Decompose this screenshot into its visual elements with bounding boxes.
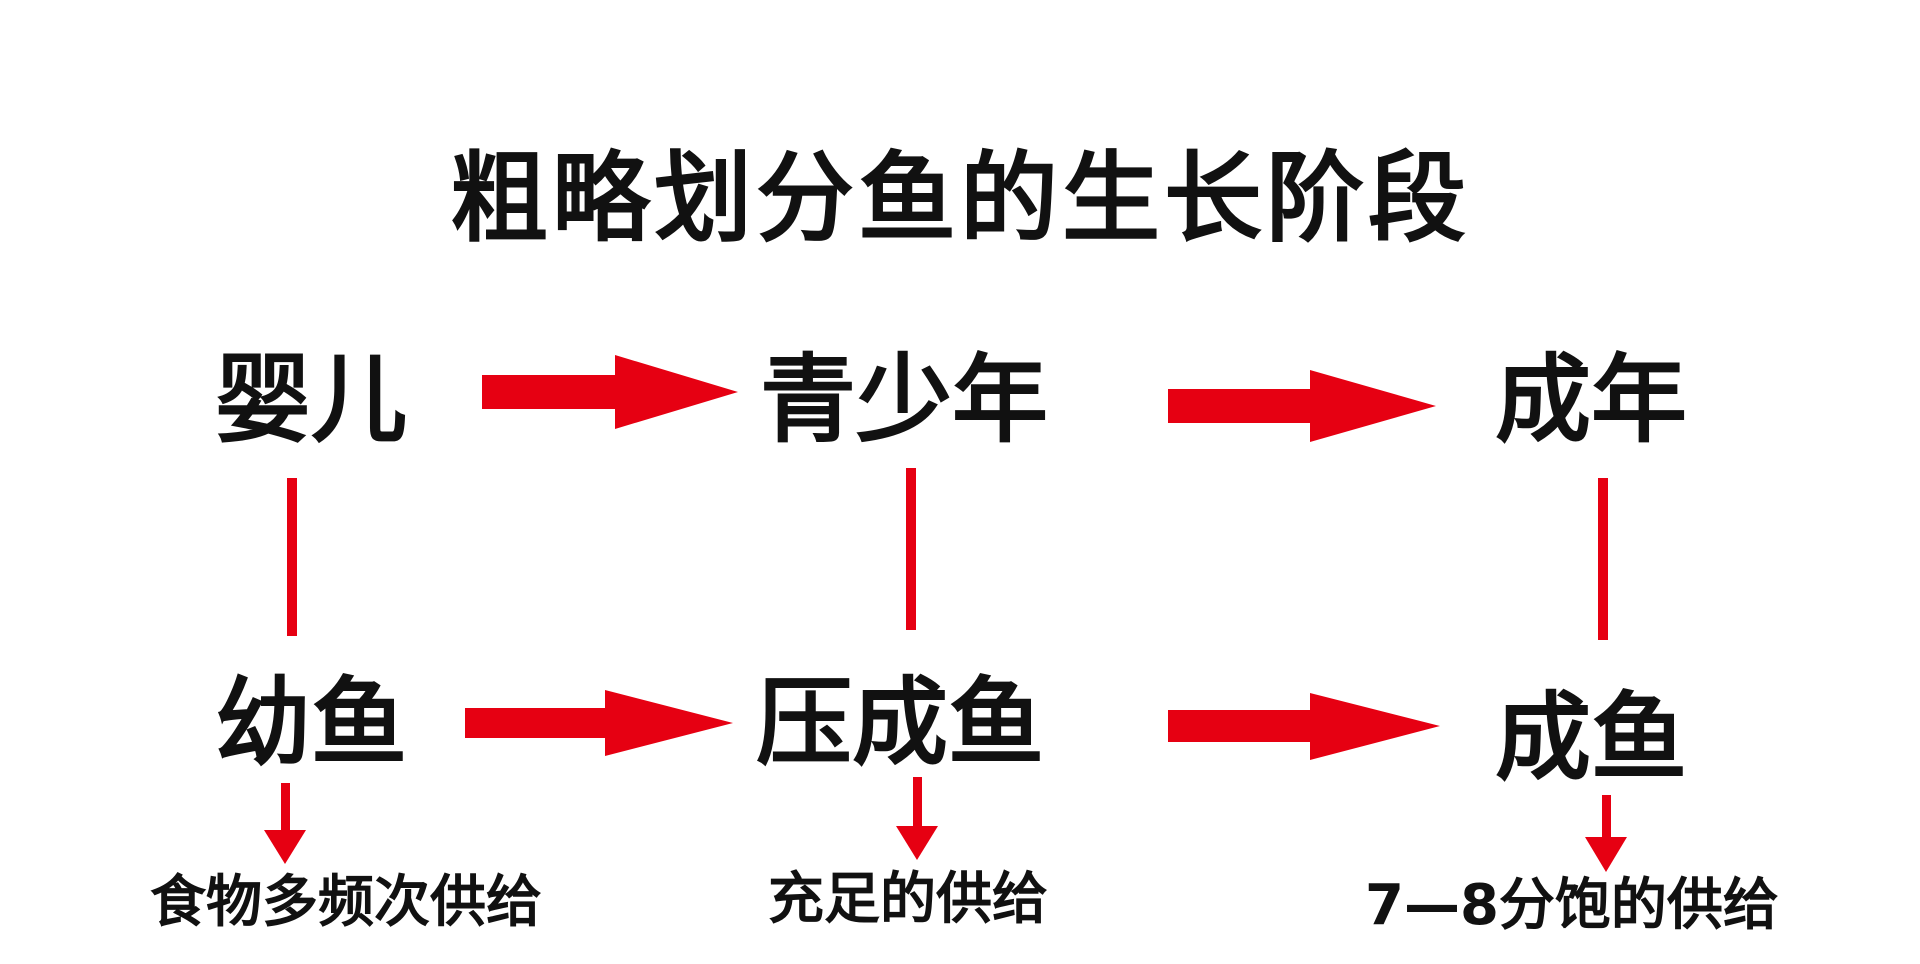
stage-sub-adult-fish: 压成鱼: [756, 667, 1044, 779]
down-arrow-adult-fish: [1585, 795, 1627, 872]
note-adult-fish-feeding: 7—8分饱的供给: [1365, 873, 1779, 938]
arrow-young-to-sub-adult: [465, 690, 733, 756]
connector-adult-adult-fish: [1598, 478, 1608, 640]
down-arrow-young-fish: [264, 783, 306, 864]
down-arrow-sub-adult: [896, 777, 938, 860]
arrow-infant-to-teen: [482, 355, 738, 429]
diagram-title: 粗略划分鱼的生长阶段: [449, 142, 1470, 256]
arrow-teen-to-adult: [1168, 370, 1436, 442]
stage-adult: 成年: [1495, 344, 1687, 456]
note-sub-adult-feeding: 充足的供给: [768, 867, 1048, 932]
stage-adult-fish: 成鱼: [1495, 682, 1687, 794]
stage-teen: 青少年: [760, 344, 1048, 456]
stage-infant: 婴儿: [215, 344, 407, 456]
connector-infant-young-fish: [287, 478, 297, 636]
note-young-fish-feeding: 食物多频次供给: [150, 870, 542, 935]
arrow-sub-adult-to-adult: [1168, 693, 1440, 760]
connector-teen-sub-adult: [906, 468, 916, 630]
stage-young-fish: 幼鱼: [215, 667, 407, 779]
